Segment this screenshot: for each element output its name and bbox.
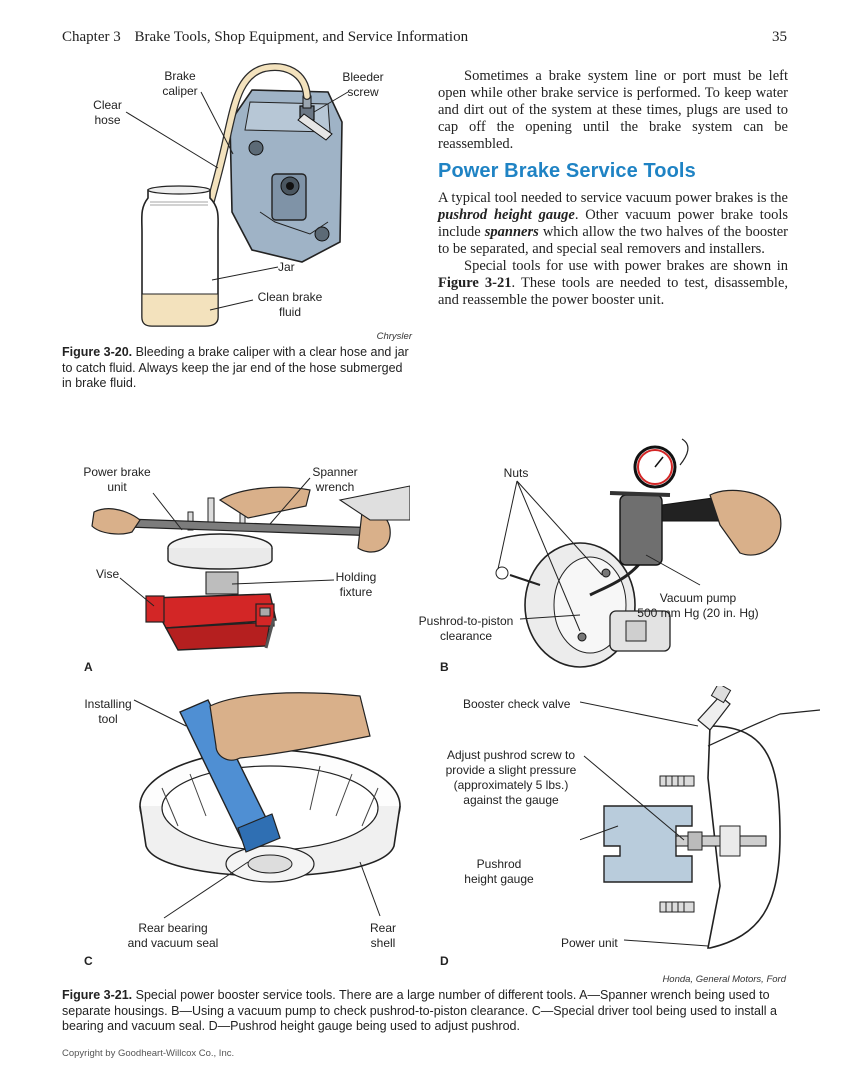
label-power-brake-unit: Power brake unit bbox=[83, 465, 151, 494]
figure-3-20-caption: Figure 3-20. Bleeding a brake caliper wi… bbox=[62, 345, 414, 392]
label-booster-check-valve: Booster check valve bbox=[463, 697, 571, 711]
figure-3-21-caption-label: Figure 3-21. bbox=[62, 988, 133, 1002]
label-pushrod-height-gauge: Pushrod height gauge bbox=[464, 857, 534, 886]
section-heading-power-brake-tools: Power Brake Service Tools bbox=[438, 160, 696, 182]
panel-letter-a: A bbox=[84, 660, 93, 674]
figure-3-21-caption-text: Special power booster service tools. The… bbox=[62, 988, 777, 1033]
paragraph-plugs: Sometimes a brake system line or port mu… bbox=[438, 68, 788, 152]
running-header-chapter: Chapter 3 Brake Tools, Shop Equipment, a… bbox=[62, 29, 468, 46]
figure-3-21-caption: Figure 3-21. Special power booster servi… bbox=[62, 988, 788, 1035]
paragraph-special-tools: Special tools for use with power brakes … bbox=[438, 258, 788, 309]
para2-text-a: A typical tool needed to service vacuum … bbox=[438, 190, 788, 206]
figure-3-20-caption-text: Bleeding a brake caliper with a clear ho… bbox=[62, 345, 409, 390]
panel-letter-d: D bbox=[440, 954, 449, 968]
term-pushrod-height-gauge: pushrod height gauge bbox=[438, 207, 575, 223]
figure-3-21-panel-b-illustration bbox=[495, 438, 782, 668]
label-nuts: Nuts bbox=[503, 466, 529, 480]
label-installing-tool: Installing tool bbox=[84, 697, 132, 726]
figure-3-20-credit: Chrysler bbox=[376, 331, 412, 342]
para2-text-b: . Other vacuum power brake tools include bbox=[438, 207, 788, 240]
label-clear-hose: Clear hose bbox=[93, 98, 122, 127]
panel-letter-c: C bbox=[84, 954, 93, 968]
figure-3-20-illustration bbox=[125, 63, 349, 327]
chapter-title: Brake Tools, Shop Equipment, and Service… bbox=[134, 29, 469, 45]
label-pushrod-to-piston-clearance: Pushrod-to-piston clearance bbox=[418, 614, 514, 643]
label-adjust-pushrod-screw: Adjust pushrod screw to provide a slight… bbox=[445, 748, 577, 807]
para3-text-b: . These tools are needed to test, disass… bbox=[438, 275, 789, 308]
label-rear-bearing-vacuum-seal: Rear bearing and vacuum seal bbox=[127, 921, 219, 950]
label-vacuum-pump: Vacuum pump 500 mm Hg (20 in. Hg) bbox=[637, 591, 759, 620]
figure-3-21-panel-c-illustration bbox=[133, 692, 401, 919]
label-spanner-wrench: Spanner wrench bbox=[312, 465, 358, 494]
figure-3-21-panel-a-illustration bbox=[91, 477, 410, 651]
label-power-unit: Power unit bbox=[561, 936, 618, 950]
page-number: 35 bbox=[772, 29, 787, 45]
figure-3-21-panel-d-illustration bbox=[580, 686, 820, 949]
paragraph-pushrod-gauge: A typical tool needed to service vacuum … bbox=[438, 190, 788, 258]
copyright-footer: Copyright by Goodheart-Willcox Co., Inc. bbox=[62, 1048, 235, 1059]
figure-3-20-caption-label: Figure 3-20. bbox=[62, 345, 133, 359]
label-holding-fixture: Holding fixture bbox=[335, 570, 377, 599]
label-clean-brake-fluid: Clean brake fluid bbox=[257, 290, 323, 319]
para3-text-a: Special tools for use with power brakes … bbox=[464, 258, 788, 274]
label-brake-caliper: Brake caliper bbox=[162, 69, 198, 98]
chapter-number: Chapter 3 bbox=[62, 29, 121, 45]
panel-letter-b: B bbox=[440, 660, 449, 674]
figure-3-21-credit: Honda, General Motors, Ford bbox=[662, 974, 786, 985]
label-rear-shell: Rear shell bbox=[369, 921, 396, 950]
label-vise: Vise bbox=[96, 567, 120, 581]
label-bleeder-screw: Bleeder screw bbox=[342, 70, 384, 99]
term-spanners: spanners bbox=[484, 224, 539, 240]
label-jar: Jar bbox=[278, 260, 295, 274]
figure-reference-3-21: Figure 3-21 bbox=[438, 275, 512, 291]
para2-text-c: which allow the two halves of the booste… bbox=[438, 224, 788, 257]
